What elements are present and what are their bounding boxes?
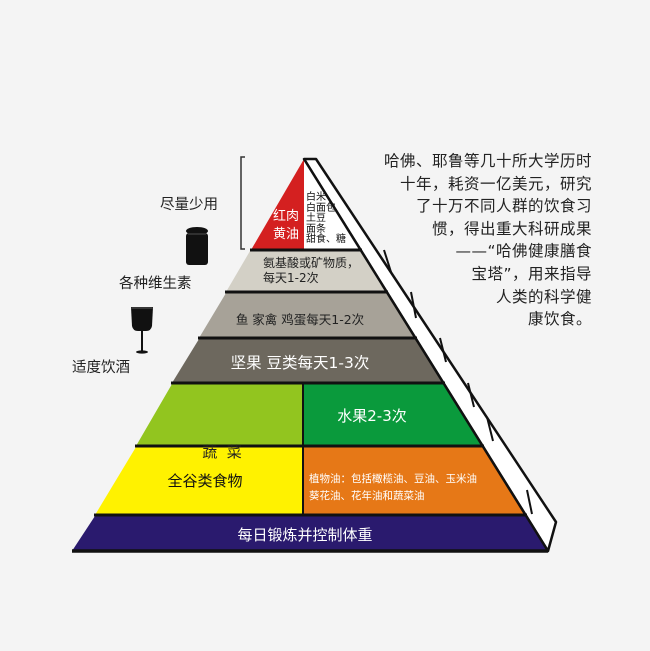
supplement-bottle-icon — [186, 227, 208, 265]
tier5-left-text: 蔬 菜 — [182, 405, 262, 480]
side-face-segment-lines — [383, 249, 533, 515]
tier3-text: 鱼 家禽 鸡蛋每天1-2次 — [230, 309, 370, 328]
label-moderate-alcohol: 适度饮酒 — [72, 360, 130, 376]
description-paragraph: 哈佛、耶鲁等几十所大学历时 十年，耗资一亿美元，研究 了十万不同人群的饮食习 惯… — [342, 150, 592, 331]
tier1-right-line: 甜食、糖 — [306, 234, 346, 246]
tier1-left-fill — [251, 159, 304, 250]
tier3-fill — [199, 293, 416, 338]
tier6-right-text: 植物油：包括橄榄油、豆油、玉米油 葵花油、花年油和蔬菜油 — [309, 471, 477, 505]
tier1-left-text: 红肉 黄油 — [273, 208, 299, 244]
tier5-left-line: 蔬 菜 — [202, 443, 242, 461]
tier6-right-line: 葵花油、花年油和蔬菜油 — [309, 490, 425, 502]
tier1-right-line: 白米 — [306, 192, 326, 203]
tier6-right-fill — [303, 447, 526, 515]
label-use-sparingly: 尽量少用 — [160, 197, 218, 213]
tier5-right-line: 水果2-3次 — [337, 407, 407, 425]
description-line: 十年，耗资一亿美元，研究 — [399, 174, 592, 193]
use-sparingly-bracket — [240, 156, 245, 250]
tier3-line: 鱼 家禽 鸡蛋每天1-2次 — [235, 312, 365, 327]
description-line: 人类的科学健 — [495, 287, 592, 306]
description-line: 了十万不同人群的饮食习 — [415, 197, 592, 216]
tier5-right-text: 水果2-3次 — [322, 405, 422, 426]
label-multivitamins: 各种维生素 — [119, 276, 192, 292]
tier2-line: 氨基酸或矿物质， — [263, 256, 360, 270]
description-line: 宝塔”，用来指导 — [471, 264, 592, 283]
tier1-right-line: 土豆 — [306, 213, 326, 225]
tier1-right-line: 面条 — [306, 223, 326, 235]
description-line: 康饮食。 — [527, 310, 592, 329]
tier2-fill — [226, 251, 387, 292]
tier2-line: 每天1-2次 — [263, 271, 319, 285]
front-right-edge — [302, 158, 550, 552]
tier1-right-text: 白米 白面包 土豆 面条 甜食、糖 — [306, 192, 346, 246]
tier4-text: 坚果 豆类每天1-3次 — [215, 351, 385, 373]
tier7-fill — [72, 516, 548, 551]
tier6-left-text: 全谷类食物 — [150, 470, 260, 491]
tier-separators — [72, 248, 548, 553]
tier5-left-fill — [136, 384, 303, 446]
tier6-right-line: 植物油：包括橄榄油、豆油、玉米油 — [309, 473, 477, 485]
tier6-left-line: 全谷类食物 — [167, 472, 243, 490]
wine-glass-icon — [131, 307, 153, 354]
description-line: 惯，得出重大科研成果 — [431, 219, 592, 238]
tier6-left-fill — [95, 447, 303, 515]
tier1-right-line: 白面包 — [306, 202, 336, 214]
tier4-fill — [172, 339, 444, 383]
tier7-line: 每日锻炼并控制体重 — [237, 526, 373, 544]
tier7-text: 每日锻炼并控制体重 — [200, 524, 410, 545]
tier4-line: 坚果 豆类每天1-3次 — [230, 354, 370, 372]
tier2-text: 氨基酸或矿物质， 每天1-2次 — [263, 256, 359, 286]
tier1-left-line: 黄油 — [273, 227, 300, 242]
description-line: 哈佛、耶鲁等几十所大学历时 — [383, 152, 592, 170]
description-line: ——“哈佛健康膳食 — [455, 242, 592, 261]
tier1-left-line: 红肉 — [273, 209, 300, 224]
tier5-right-fill — [303, 384, 483, 446]
